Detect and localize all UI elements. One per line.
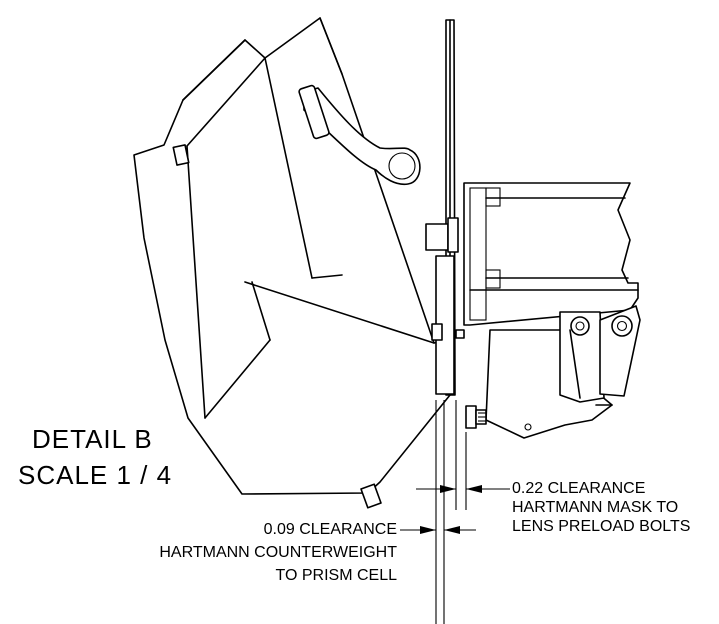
dimension-0-09 [400,526,476,534]
detail-scale: SCALE 1 / 4 [18,460,173,490]
counterweight-body [133,17,451,495]
preload-bolt-right [611,315,633,337]
callout-0-22-line3: LENS PRELOAD BOLTS [512,518,691,535]
preload-bolt-left [570,316,590,336]
callout-0-22-line2: HARTMANN MASK TO [512,499,679,516]
callout-0-09-line2: HARTMANN COUNTERWEIGHT [159,544,397,561]
bottom-tab [360,483,382,509]
callout-0-22-value: 0.22 CLEARANCE [512,480,646,497]
callout-0-09-value: 0.09 CLEARANCE [263,521,397,538]
lens-preload-frame [463,182,639,326]
extension-lines [435,400,467,624]
dimension-0-22 [416,485,510,493]
detail-title: DETAIL B [32,424,153,454]
screw [465,405,487,429]
hartmann-mask-plate [425,19,465,396]
callout-0-09-line3: TO PRISM CELL [275,567,397,584]
handle [298,84,421,186]
